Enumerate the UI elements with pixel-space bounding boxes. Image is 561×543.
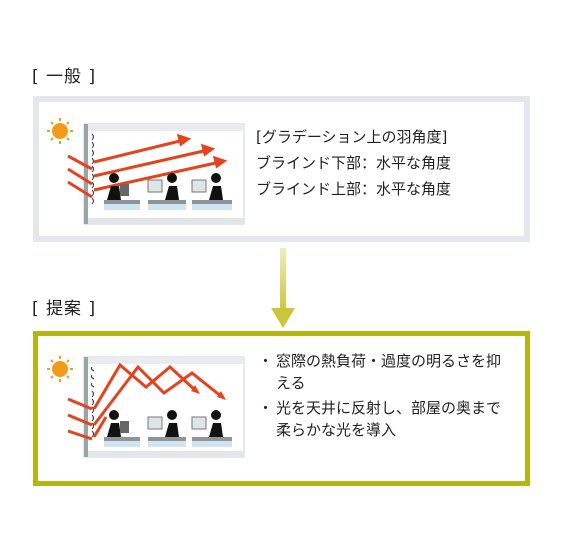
person-at-desk-icon (147, 410, 186, 447)
person-at-desk-icon (191, 173, 232, 210)
person-at-desk-icon (191, 410, 232, 447)
proposal-bullet-text: 窓際の熱負荷・過度の明るさを抑える (276, 352, 502, 392)
blind-slats-icon (90, 366, 95, 438)
proposal-blind-illustration (47, 356, 245, 458)
person-at-desk-icon (104, 173, 140, 210)
light-rays (67, 362, 223, 441)
bullet-marker: ・ (258, 399, 274, 417)
sun-icon (47, 118, 73, 144)
light-rays (67, 133, 228, 199)
down-arrow-icon (271, 248, 295, 328)
proposal-bullet-text: 光を天井に反射し、部屋の奥まで柔らかな光を導入 (276, 399, 502, 439)
general-text: [グラデーション上の羽角度] ブラインド下部：水平な角度 ブラインド上部：水平な… (256, 124, 451, 202)
blind-angle-heading: [グラデーション上の羽角度] (256, 128, 448, 146)
person-at-desk-icon (104, 410, 140, 447)
blind-upper-line: ブラインド上部：水平な角度 (256, 180, 452, 198)
proposal-section-label: [ 提案 ] (32, 299, 97, 319)
proposal-bullets: ・ 窓際の熱負荷・過度の明るさを抑える ・ 光を天井に反射し、部屋の奥まで柔らか… (258, 350, 508, 444)
sun-icon (47, 356, 73, 382)
proposal-bullet-item: ・ 窓際の熱負荷・過度の明るさを抑える (258, 350, 508, 394)
blind-lower-line: ブラインド下部：水平な角度 (256, 154, 452, 172)
general-section-label: [ 一般 ] (32, 67, 97, 87)
blind-slats-icon (91, 133, 94, 205)
bullet-marker: ・ (258, 352, 274, 370)
proposal-bullet-item: ・ 光を天井に反射し、部屋の奥まで柔らかな光を導入 (258, 397, 508, 441)
person-at-desk-icon (147, 173, 186, 210)
general-blind-illustration (47, 118, 245, 225)
